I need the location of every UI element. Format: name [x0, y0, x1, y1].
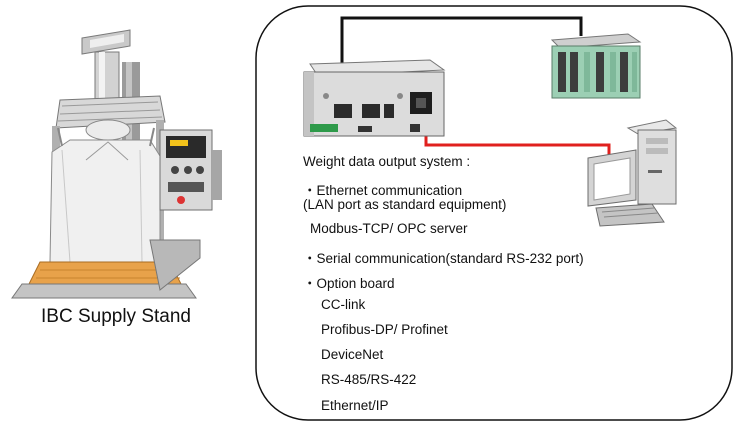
output-system-heading: Weight data output system :	[303, 154, 471, 169]
serial-communication: ・Serial communication(standard RS-232 po…	[303, 251, 584, 266]
option-item-profibus: Profibus-DP/ Profinet	[321, 322, 448, 337]
plc-illustration	[550, 33, 642, 99]
ethernet-line1: ・Ethernet communication	[303, 183, 463, 198]
option-item-cc-link: CC-link	[321, 297, 366, 312]
option-board-title: ・Option board	[303, 276, 395, 291]
option-item-rs485: RS-485/RS-422	[321, 372, 417, 387]
ibc-supply-stand-illustration	[11, 29, 222, 299]
ethernet-link	[340, 16, 583, 103]
option-item-ethernet-ip: Ethernet/IP	[321, 398, 389, 413]
ibc-supply-stand-caption: IBC Supply Stand	[41, 306, 191, 327]
ethernet-line2: (LAN port as standard equipment)	[303, 197, 507, 212]
ethernet-server: Modbus-TCP/ OPC server	[310, 221, 468, 236]
pc-illustration	[587, 119, 678, 227]
option-item-devicenet: DeviceNet	[321, 347, 384, 362]
weighing-controller-illustration	[303, 59, 446, 137]
